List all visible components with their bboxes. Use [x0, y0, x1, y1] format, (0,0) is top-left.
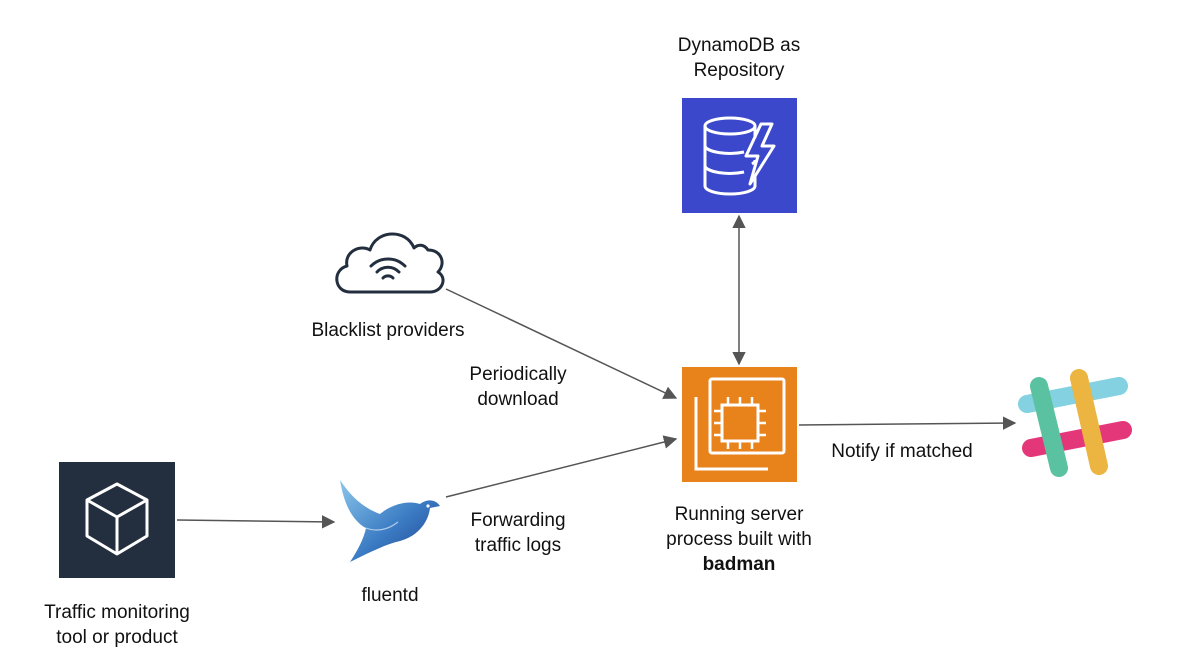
fluentd-bird-icon — [336, 478, 444, 564]
monitor-label-line2: tool or product — [56, 627, 178, 648]
dynamodb-label: DynamoDB as Repository — [639, 33, 839, 83]
forward-label-line1: Forwarding — [470, 510, 566, 531]
server-label-line1: Running server — [674, 504, 804, 525]
slack-icon — [1015, 368, 1133, 478]
blacklist-label: Blacklist providers — [311, 320, 465, 341]
monitor-label-line1: Traffic monitoring — [44, 602, 190, 623]
cloud-wifi-icon — [330, 226, 446, 296]
download-label-line2: download — [477, 389, 559, 410]
server-label: Running server process built with badman — [639, 502, 839, 577]
server-label-bold: badman — [702, 554, 776, 575]
edge-monitor-fluentd — [176, 515, 336, 529]
fluentd-label: fluentd — [361, 585, 419, 606]
forward-label-line2: traffic logs — [474, 535, 562, 556]
edge-fluentd-server — [445, 435, 678, 498]
dynamodb-icon — [682, 98, 797, 213]
dynamodb-label-line2: Repository — [693, 60, 785, 81]
forward-edge-label: Forwarding traffic logs — [418, 508, 618, 558]
edge-blacklist-server — [445, 288, 678, 399]
cube-icon — [59, 462, 175, 578]
edge-server-slack — [798, 416, 1017, 430]
download-edge-label: Periodically download — [418, 362, 618, 412]
notify-edge-label: Notify if matched — [831, 441, 973, 462]
dynamodb-label-line1: DynamoDB as — [677, 35, 801, 56]
download-label-line1: Periodically — [469, 364, 567, 385]
ec2-chip-icon — [682, 367, 797, 482]
monitor-label: Traffic monitoring tool or product — [17, 600, 217, 650]
server-label-line2: process built with — [666, 529, 812, 550]
